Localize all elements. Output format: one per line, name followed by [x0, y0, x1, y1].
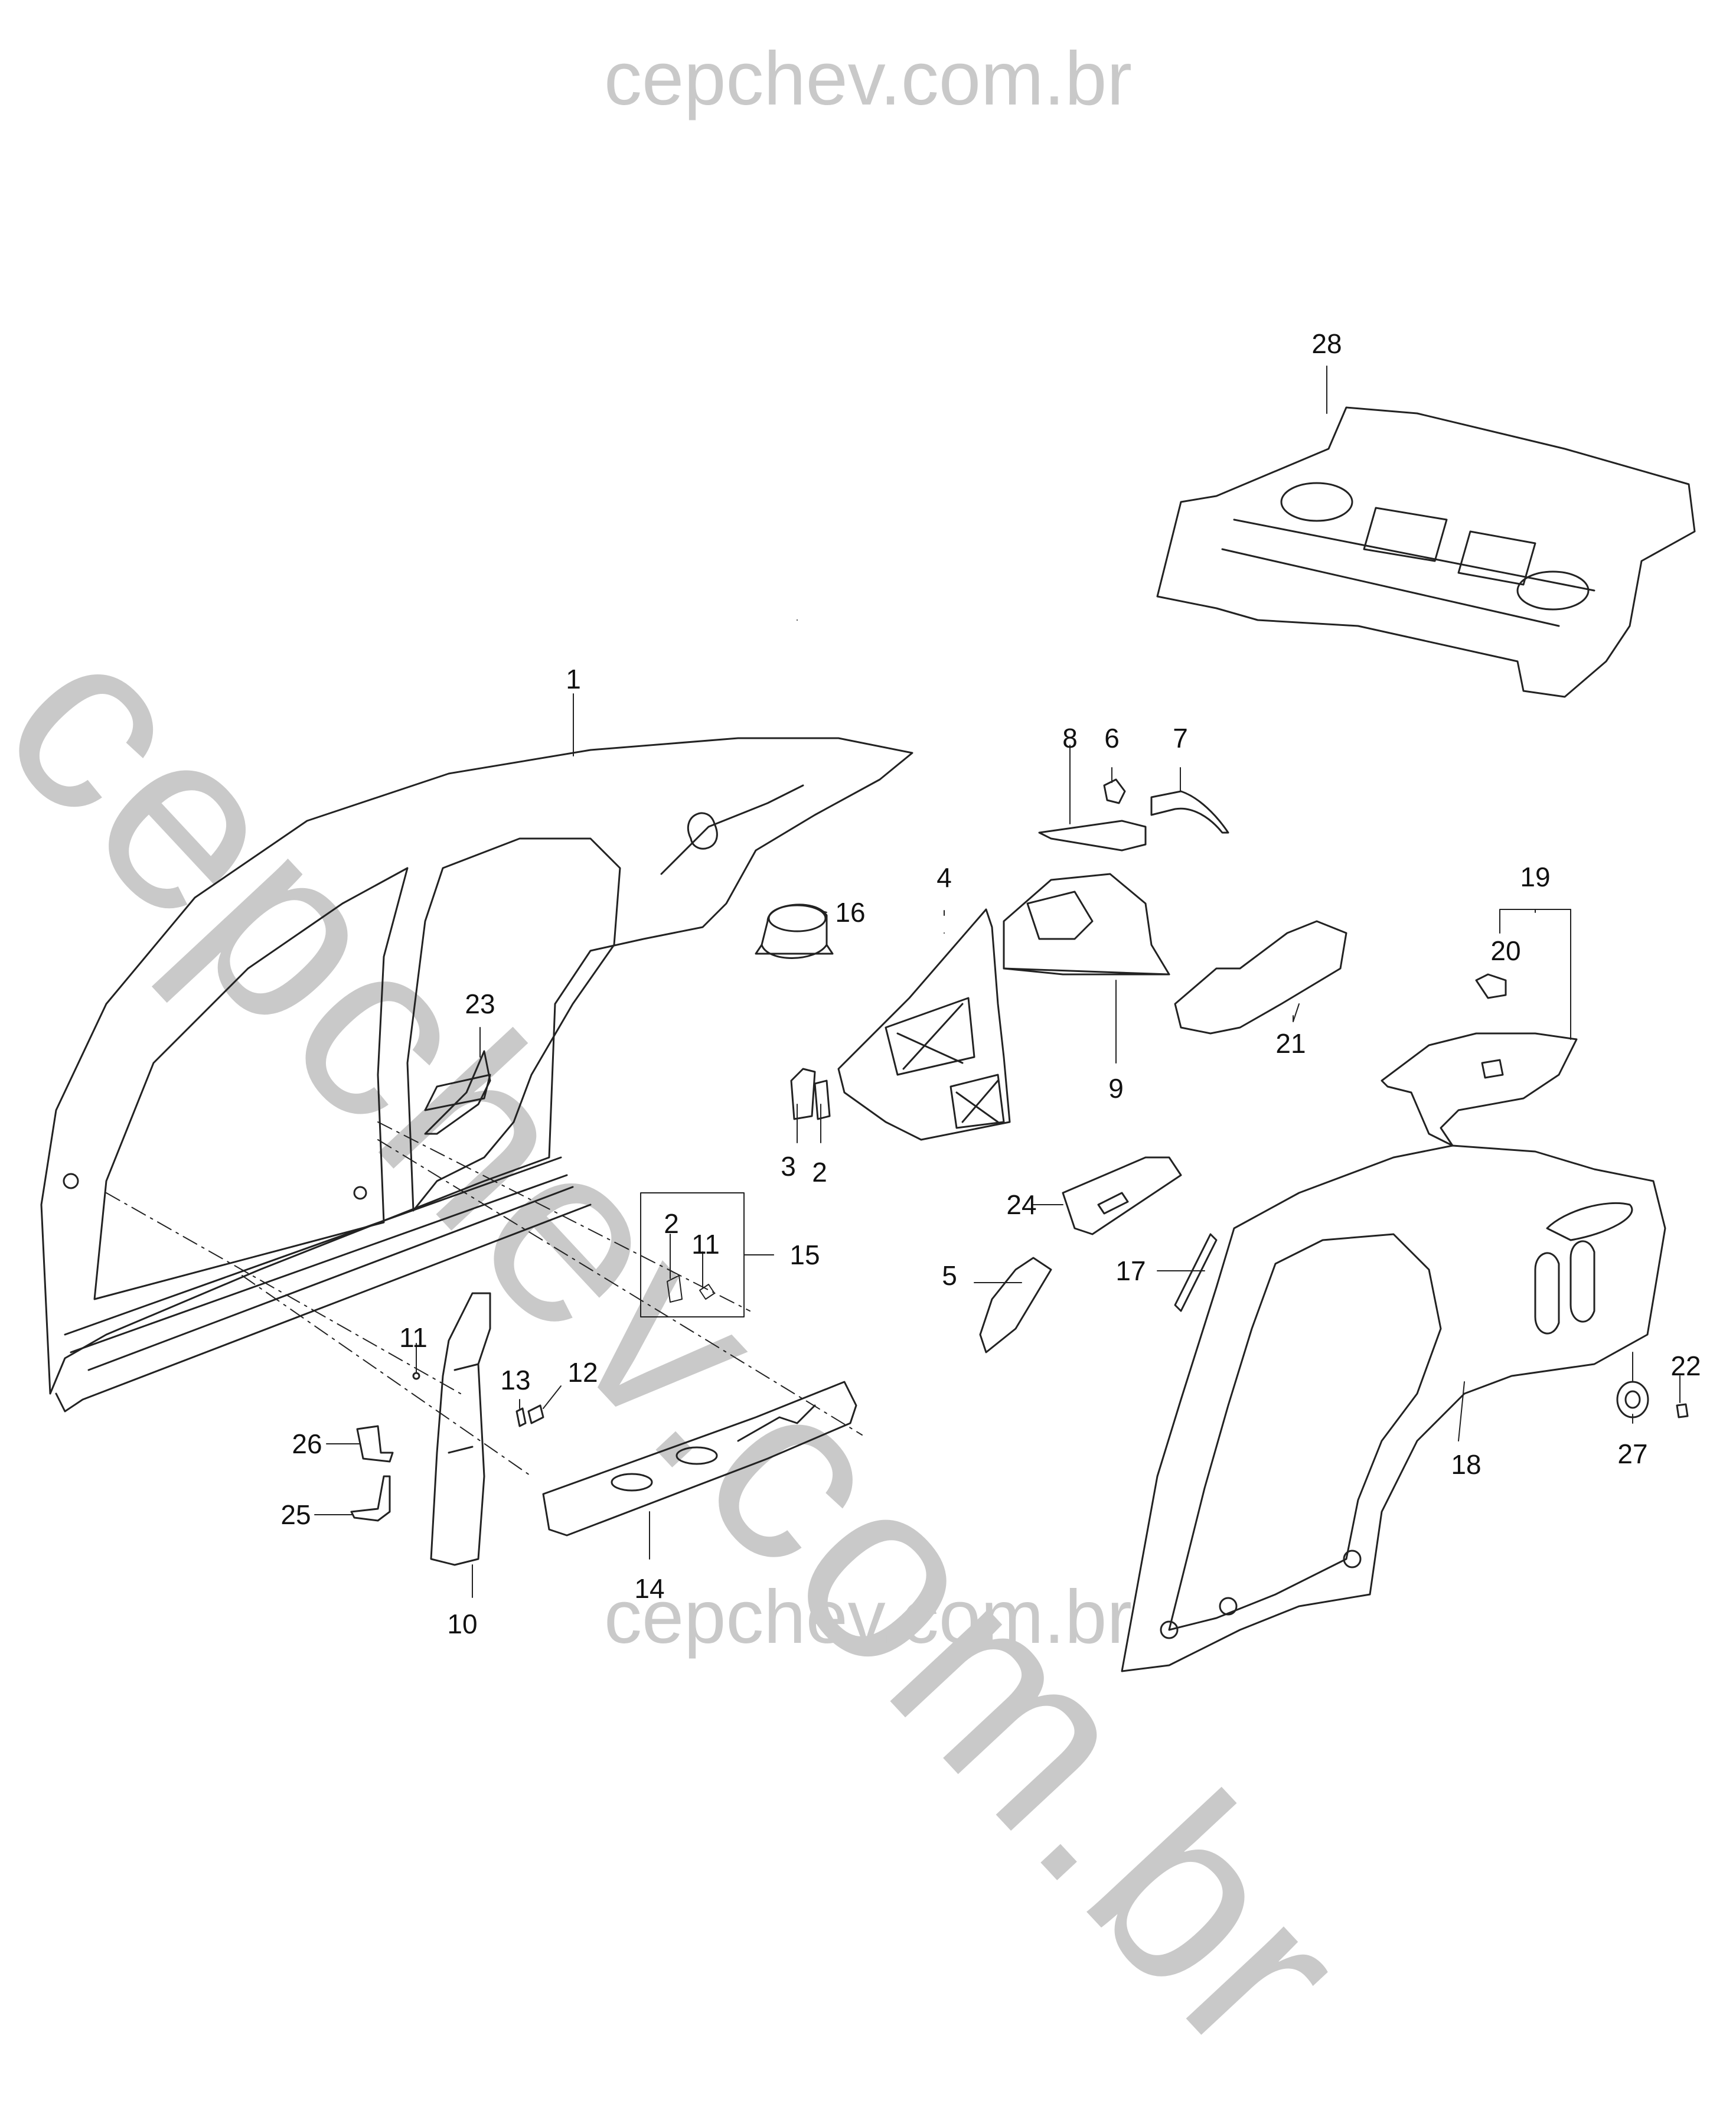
- callout-14: 14: [634, 1573, 665, 1604]
- part-3-and-2-brackets: [790, 1068, 831, 1120]
- callout-4: 4: [936, 862, 952, 893]
- callout-1: 1: [566, 664, 581, 694]
- callout-18: 18: [1451, 1449, 1482, 1480]
- callout-23: 23: [465, 989, 495, 1019]
- callout-8: 8: [1062, 723, 1078, 754]
- leader-lines: [314, 366, 1680, 1598]
- callout-22: 22: [1670, 1351, 1701, 1381]
- callout-28: 28: [1311, 328, 1342, 359]
- callout-16: 16: [835, 897, 866, 928]
- part-8-rail: [1038, 820, 1147, 852]
- callout-12: 12: [567, 1357, 598, 1388]
- part-10-pillar-inner: [430, 1292, 491, 1566]
- part-19-panel: [1381, 1032, 1578, 1147]
- alignment-lines: [106, 1121, 863, 1477]
- part-1-body-side-outer: [40, 737, 913, 1413]
- callout-19: 19: [1520, 862, 1551, 892]
- callout-20: 20: [1490, 935, 1521, 966]
- part-6-bracket: [1103, 778, 1126, 804]
- part-14-rocker-inner: [542, 1381, 857, 1537]
- part-27-22-hardware: [1616, 1381, 1689, 1418]
- callout-10: 10: [447, 1609, 478, 1639]
- part-26-25-brackets: [350, 1425, 394, 1522]
- callout-15: 15: [789, 1240, 820, 1270]
- callout-7: 7: [1173, 723, 1188, 754]
- callout-17: 17: [1115, 1255, 1146, 1286]
- callout-25: 25: [280, 1499, 311, 1530]
- part-23-bracket: [424, 1050, 491, 1135]
- exploded-body-drawing: [40, 366, 1696, 1672]
- part-17-strip: [1174, 1233, 1218, 1312]
- part-16-fuel-filler-housing: [755, 904, 834, 959]
- callout-9: 9: [1108, 1073, 1124, 1104]
- callout-13: 13: [500, 1365, 531, 1395]
- callout-27: 27: [1617, 1439, 1648, 1469]
- callout-21: 21: [1275, 1028, 1306, 1059]
- callout-11b: 11: [691, 1229, 720, 1260]
- callout-3: 3: [781, 1151, 796, 1182]
- callout-6: 6: [1104, 723, 1120, 754]
- callout-26: 26: [292, 1428, 322, 1459]
- watermark-bottom: cepchev.com.br: [604, 1575, 1132, 1659]
- part-7-reinforcement: [1150, 790, 1229, 834]
- part-20-panel: [1475, 973, 1507, 999]
- part-24-reinforcement: [1062, 1156, 1182, 1235]
- part-28-rear-shelf: [1156, 406, 1696, 698]
- callout-5: 5: [942, 1260, 957, 1291]
- callout-11: 11: [399, 1322, 428, 1353]
- part-21-extension: [1174, 920, 1347, 1035]
- parts-diagram: cepchev.com.br cepchev.com.br cepchev.co…: [0, 37, 1701, 2107]
- part-4-inner-panel: [837, 908, 1011, 1141]
- part-15-box: [640, 1192, 774, 1317]
- callout-2b: 2: [664, 1208, 679, 1239]
- part-18-body-side-inner: [1121, 1144, 1666, 1672]
- part-5-bracket: [979, 1257, 1052, 1353]
- callout-24: 24: [1006, 1189, 1037, 1220]
- part-9-wheelhouse-inner: [1003, 873, 1170, 976]
- callout-2: 2: [812, 1157, 827, 1188]
- watermark-top: cepchev.com.br: [604, 37, 1132, 121]
